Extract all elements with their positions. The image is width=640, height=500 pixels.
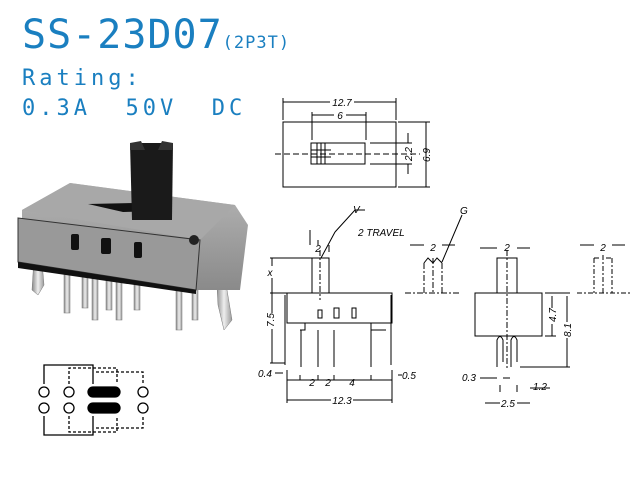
dim-pitch-2: 2: [324, 378, 331, 389]
dim-g-width: 2: [429, 243, 436, 254]
side-view-dimensions: V 2 TRAVEL 2 x 7.5 0.4 0.5 2 2 4 12.3: [258, 205, 416, 407]
dim-pitch-1: 2: [308, 378, 315, 389]
end-view-drawing: [577, 244, 630, 294]
dim-pin-left: 0.4: [258, 369, 272, 380]
dim-v-label: V: [353, 205, 361, 216]
side-view-drawing: [270, 209, 402, 403]
dim-travel: 2 TRAVEL: [357, 228, 405, 239]
dim-pin-right: 0.5: [402, 371, 416, 382]
dim-front-body: 4.7: [548, 308, 559, 322]
model-number: SS-23D07: [22, 12, 223, 58]
dim-slot: 6: [337, 111, 343, 122]
dim-actuator-width: 2.2: [404, 147, 415, 162]
rating-value: 0.3A 50V DC: [22, 96, 247, 121]
dim-body-height: 7.5: [266, 313, 277, 327]
product-title: SS-23D07(2P3T): [22, 12, 290, 58]
dim-end-width: 2: [599, 243, 606, 254]
front-view-dimensions: 2 4.7 8.1 0.3 1.2 2.5: [462, 243, 574, 410]
g-view-drawing: [405, 214, 463, 294]
dim-front-total: 8.1: [563, 323, 574, 337]
dim-length: 12.3: [332, 396, 352, 407]
dim-pitch-3: 4: [349, 378, 355, 389]
dim-front-pitch: 2.5: [500, 399, 515, 410]
switch-schematic: [38, 364, 149, 436]
dim-g-label: G: [460, 206, 468, 217]
dim-front-actuator: 2: [503, 243, 510, 254]
dim-x: x: [267, 268, 274, 279]
switch-photo: [17, 141, 248, 331]
pole-config: (2P3T): [222, 33, 291, 53]
dim-actuator: 2: [314, 244, 321, 255]
dim-width: 12.7: [332, 98, 352, 109]
front-view-drawing: [474, 247, 570, 404]
rating-label: Rating:: [22, 66, 143, 91]
dim-height: 6.9: [422, 148, 433, 162]
top-view-drawing: [275, 98, 430, 188]
dim-front-pin: 0.3: [462, 373, 476, 384]
top-view-dimensions: 12.7 6 2.2 6.9: [330, 96, 433, 162]
dim-front-gap: 1.2: [533, 382, 547, 393]
